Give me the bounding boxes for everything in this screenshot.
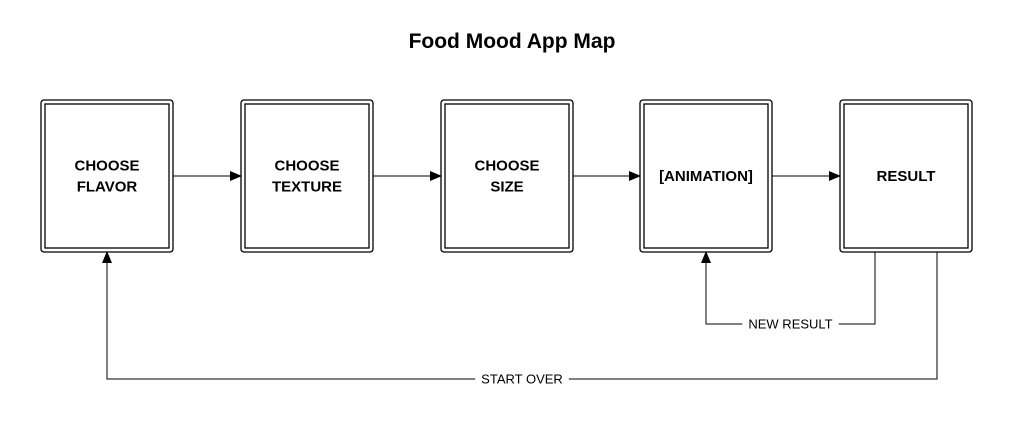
node-outer-border <box>240 99 374 253</box>
edge-label: NEW RESULT <box>748 317 832 332</box>
node-inner-border <box>44 103 170 249</box>
nodes-layer: CHOOSE FLAVOR CHOOSE TEXTURE CHOOSE SIZE [ANIM… <box>40 99 973 253</box>
node-label-line: [ANIMATION] <box>659 168 753 185</box>
edge-result-to-animation: NEW RESULT <box>701 251 876 333</box>
node-result: RESULT <box>839 99 973 253</box>
node-label-line: CHOOSE <box>474 158 539 175</box>
node-inner-border <box>444 103 570 249</box>
edges-layer: NEW RESULT START OVER <box>102 171 938 388</box>
node-outer-border <box>639 99 773 253</box>
edge-label-background <box>742 315 839 333</box>
node-inner-border <box>244 103 370 249</box>
node-outer-border <box>440 99 574 253</box>
node-flavor: CHOOSE FLAVOR <box>40 99 174 253</box>
node-animation: [ANIMATION] <box>639 99 773 253</box>
node-inner-border <box>843 103 969 249</box>
node-label-line: RESULT <box>877 168 936 185</box>
node-inner-border <box>643 103 769 249</box>
node-outer-border <box>839 99 973 253</box>
node-texture: CHOOSE TEXTURE <box>240 99 374 253</box>
node-label-line: CHOOSE <box>74 158 139 175</box>
node-label-line: CHOOSE <box>274 158 339 175</box>
node-size: CHOOSE SIZE <box>440 99 574 253</box>
node-label-line: FLAVOR <box>77 179 138 196</box>
edge-label-background <box>475 370 569 388</box>
diagram-title: Food Mood App Map <box>408 30 616 53</box>
edge-result-to-flavor: START OVER <box>102 251 938 388</box>
edge-arrow <box>701 251 876 325</box>
node-label-line: TEXTURE <box>272 179 342 196</box>
edge-label: START OVER <box>481 372 563 387</box>
node-outer-border <box>40 99 174 253</box>
node-label-line: SIZE <box>490 179 523 196</box>
